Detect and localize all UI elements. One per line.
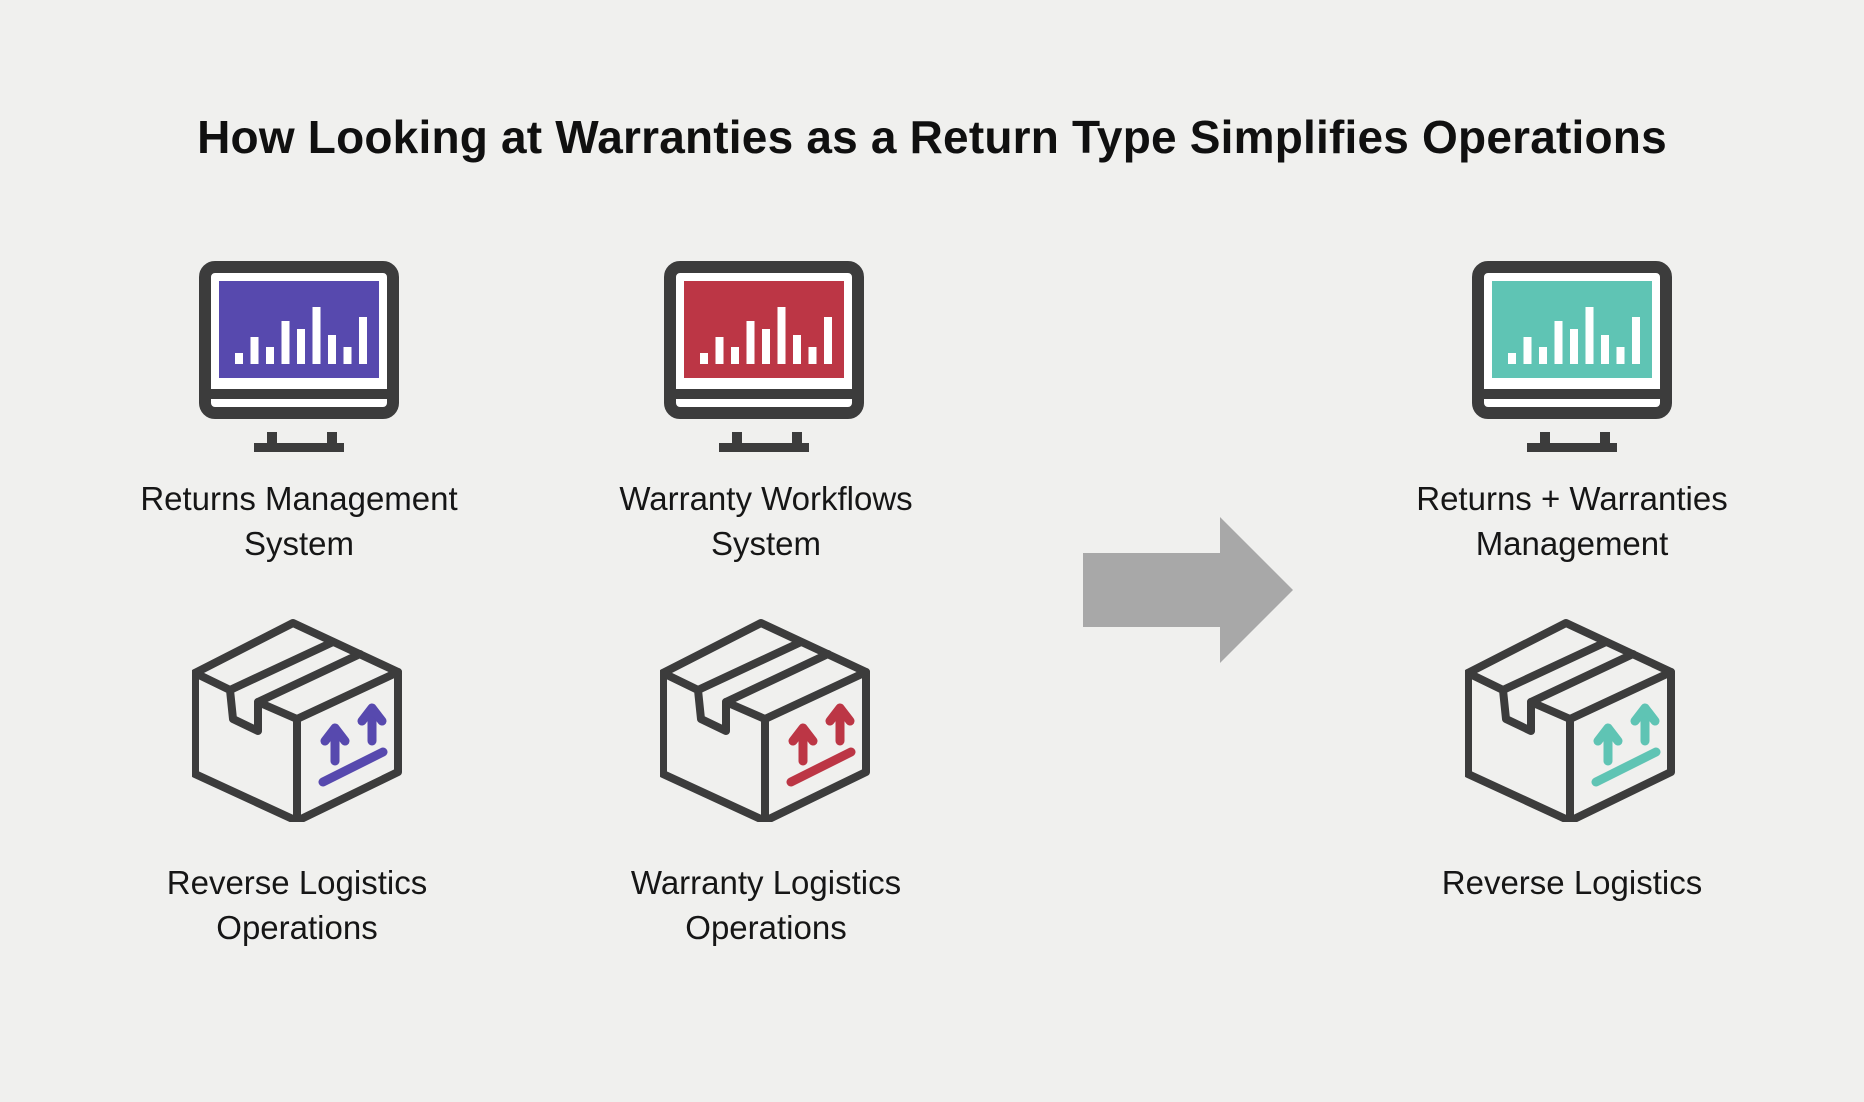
bar-chart-glyph	[1508, 307, 1640, 364]
cell-label: Warranty Workflows System	[619, 480, 913, 562]
cell-label: Reverse Logistics Operations	[166, 864, 428, 946]
bar-chart-glyph	[700, 307, 832, 364]
flow-arrow-icon	[1083, 517, 1293, 663]
monitor-bar-chart-icon	[1472, 261, 1672, 452]
this-way-up-glyph	[786, 703, 856, 787]
cell-label: Returns Management System	[140, 480, 458, 562]
shipping-box-icon	[1465, 619, 1675, 822]
page-title: How Looking at Warranties as a Return Ty…	[197, 111, 1667, 163]
bar-chart-glyph	[235, 307, 367, 364]
this-way-up-glyph	[1591, 703, 1661, 787]
shipping-box-icon	[192, 619, 402, 822]
shipping-box-icon	[660, 619, 870, 822]
cell-label: Reverse Logistics	[1441, 864, 1703, 901]
monitor-bar-chart-icon	[199, 261, 399, 452]
cell-label: Returns + Warranties Management	[1416, 480, 1728, 562]
this-way-up-glyph	[318, 703, 388, 787]
monitor-bar-chart-icon	[664, 261, 864, 452]
cell-label: Warranty Logistics Operations	[630, 864, 902, 946]
